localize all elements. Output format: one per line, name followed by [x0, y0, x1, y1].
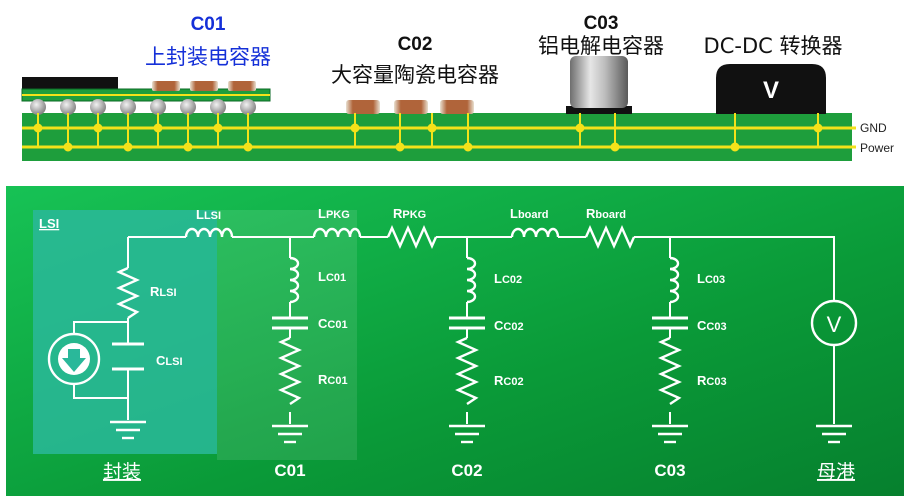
power-rail-label: Power [860, 141, 894, 155]
capacitor-c-c02 [449, 316, 485, 330]
bottom-label-busbar: 母港 [817, 461, 855, 483]
resistor-r-pkg [386, 225, 438, 249]
label-r-board: Rboard [586, 206, 626, 221]
inductor-l-lsi [184, 227, 234, 238]
c02-id-label: C02 [398, 34, 433, 55]
inductor-l-c01 [289, 256, 300, 304]
c01-capacitors [152, 81, 256, 91]
c03-electrolytic-capacitor [566, 56, 632, 114]
inductor-l-pkg [312, 227, 362, 238]
dcdc-converter: V [716, 64, 826, 114]
c03-desc-label: 铝电解电容器 [538, 34, 664, 58]
bottom-label-c01: C01 [274, 461, 305, 480]
circuit-wires [73, 236, 835, 424]
lsi-package-box [33, 210, 217, 454]
label-c-c02: CC02 [494, 318, 524, 333]
c02-desc-label: 大容量陶瓷电容器 [331, 63, 499, 87]
label-r-c01: RC01 [318, 372, 348, 387]
voltage-source-symbol: V [827, 312, 842, 337]
label-c-c01: CC01 [318, 316, 348, 331]
capacitor-c-lsi [112, 342, 144, 371]
label-r-c02: RC02 [494, 373, 524, 388]
label-l-c01: LC01 [318, 269, 346, 284]
ground-icon [110, 420, 146, 440]
voltage-source-icon: V [810, 299, 858, 347]
circuit-panel: LSI [6, 186, 904, 496]
capacitor-c-c03 [652, 316, 688, 330]
pcb-illustration: GND Power [21, 13, 894, 161]
dcdc-desc-label: DC-DC 转换器 [704, 34, 843, 58]
ground-icon [449, 424, 485, 444]
solder-balls [30, 99, 256, 115]
c01-desc-label: 上封装电容器 [145, 45, 271, 69]
label-r-lsi: RLSI [150, 284, 177, 299]
ground-icon [272, 424, 308, 444]
inductor-l-c03 [669, 256, 680, 304]
resistor-r-board [584, 225, 636, 249]
resistor-r-lsi [116, 266, 140, 319]
inductor-l-board [510, 227, 560, 238]
label-l-lsi: LLSI [196, 207, 221, 222]
inductor-l-c02 [466, 256, 477, 304]
gnd-rail-label: GND [860, 121, 887, 135]
label-c-lsi: CLSI [156, 353, 183, 368]
bottom-label-c03: C03 [654, 461, 685, 480]
ground-icon [816, 424, 852, 444]
pcb-board [22, 113, 852, 161]
bottom-label-package: 封装 [103, 461, 141, 483]
label-r-pkg: RPKG [393, 206, 426, 221]
c03-id-label: C03 [584, 13, 619, 34]
resistor-r-c01 [278, 336, 302, 405]
label-l-pkg: LPKG [318, 206, 350, 221]
label-c-c03: CC03 [697, 318, 727, 333]
c02-capacitors [346, 100, 474, 114]
resistor-r-c02 [455, 336, 479, 405]
label-r-c03: RC03 [697, 373, 727, 388]
c01-region [217, 210, 357, 460]
lsi-chip [22, 77, 118, 90]
current-source-icon [47, 332, 101, 386]
pcb-vias [33, 113, 823, 152]
label-l-c02: LC02 [494, 271, 522, 286]
label-l-c03: LC03 [697, 271, 725, 286]
lsi-box-label: LSI [39, 216, 59, 231]
ground-icon [652, 424, 688, 444]
label-l-board: Lboard [510, 206, 549, 221]
dcdc-symbol: V [763, 77, 779, 104]
bottom-label-c02: C02 [451, 461, 482, 480]
c01-id-label: C01 [191, 14, 226, 35]
resistor-r-c03 [658, 336, 682, 405]
capacitor-c-c01 [272, 316, 308, 330]
